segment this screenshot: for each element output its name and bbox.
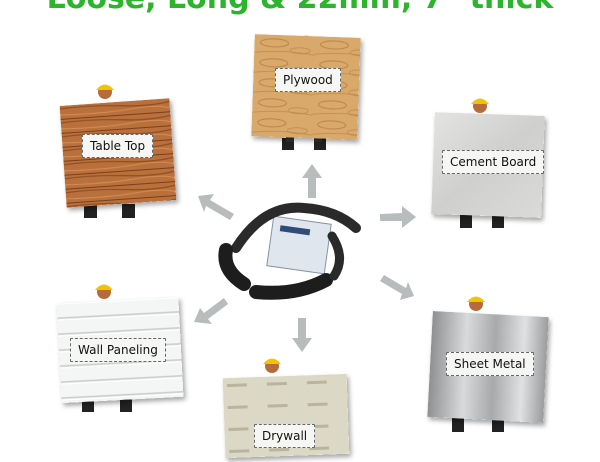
sheet-metal-scene: Sheet Metal	[427, 294, 549, 434]
arrow-down-icon	[292, 318, 312, 352]
worker-icon	[84, 84, 135, 218]
cement-board-scene: Cement Board	[431, 96, 545, 230]
arrow-up-icon	[302, 164, 322, 198]
table-top-label: Table Top	[82, 134, 154, 158]
table-top-scene: Table Top	[59, 82, 177, 220]
cement-board-label: Cement Board	[442, 150, 545, 174]
wall-paneling-label: Wall Paneling	[70, 338, 166, 362]
worker-icon	[263, 358, 281, 373]
headline: Loose, Long & 22mm, 7" thick	[0, 0, 600, 14]
plywood-scene: Plywood	[250, 34, 362, 154]
panel-carrier-tool	[218, 202, 361, 300]
arrow-downleft-icon	[194, 298, 228, 324]
drywall-scene: Drywall	[222, 356, 350, 459]
worker-icon	[460, 98, 504, 228]
sheet-metal-label: Sheet Metal	[446, 352, 534, 376]
arrow-right-icon	[380, 206, 416, 228]
worker-icon	[452, 296, 504, 432]
plywood-label: Plywood	[275, 68, 341, 92]
arrow-downright-icon	[380, 275, 414, 300]
drywall-label: Drywall	[254, 424, 316, 448]
wall-paneling-scene: Wall Paneling	[56, 282, 184, 414]
arrow-upleft-icon	[198, 194, 234, 220]
